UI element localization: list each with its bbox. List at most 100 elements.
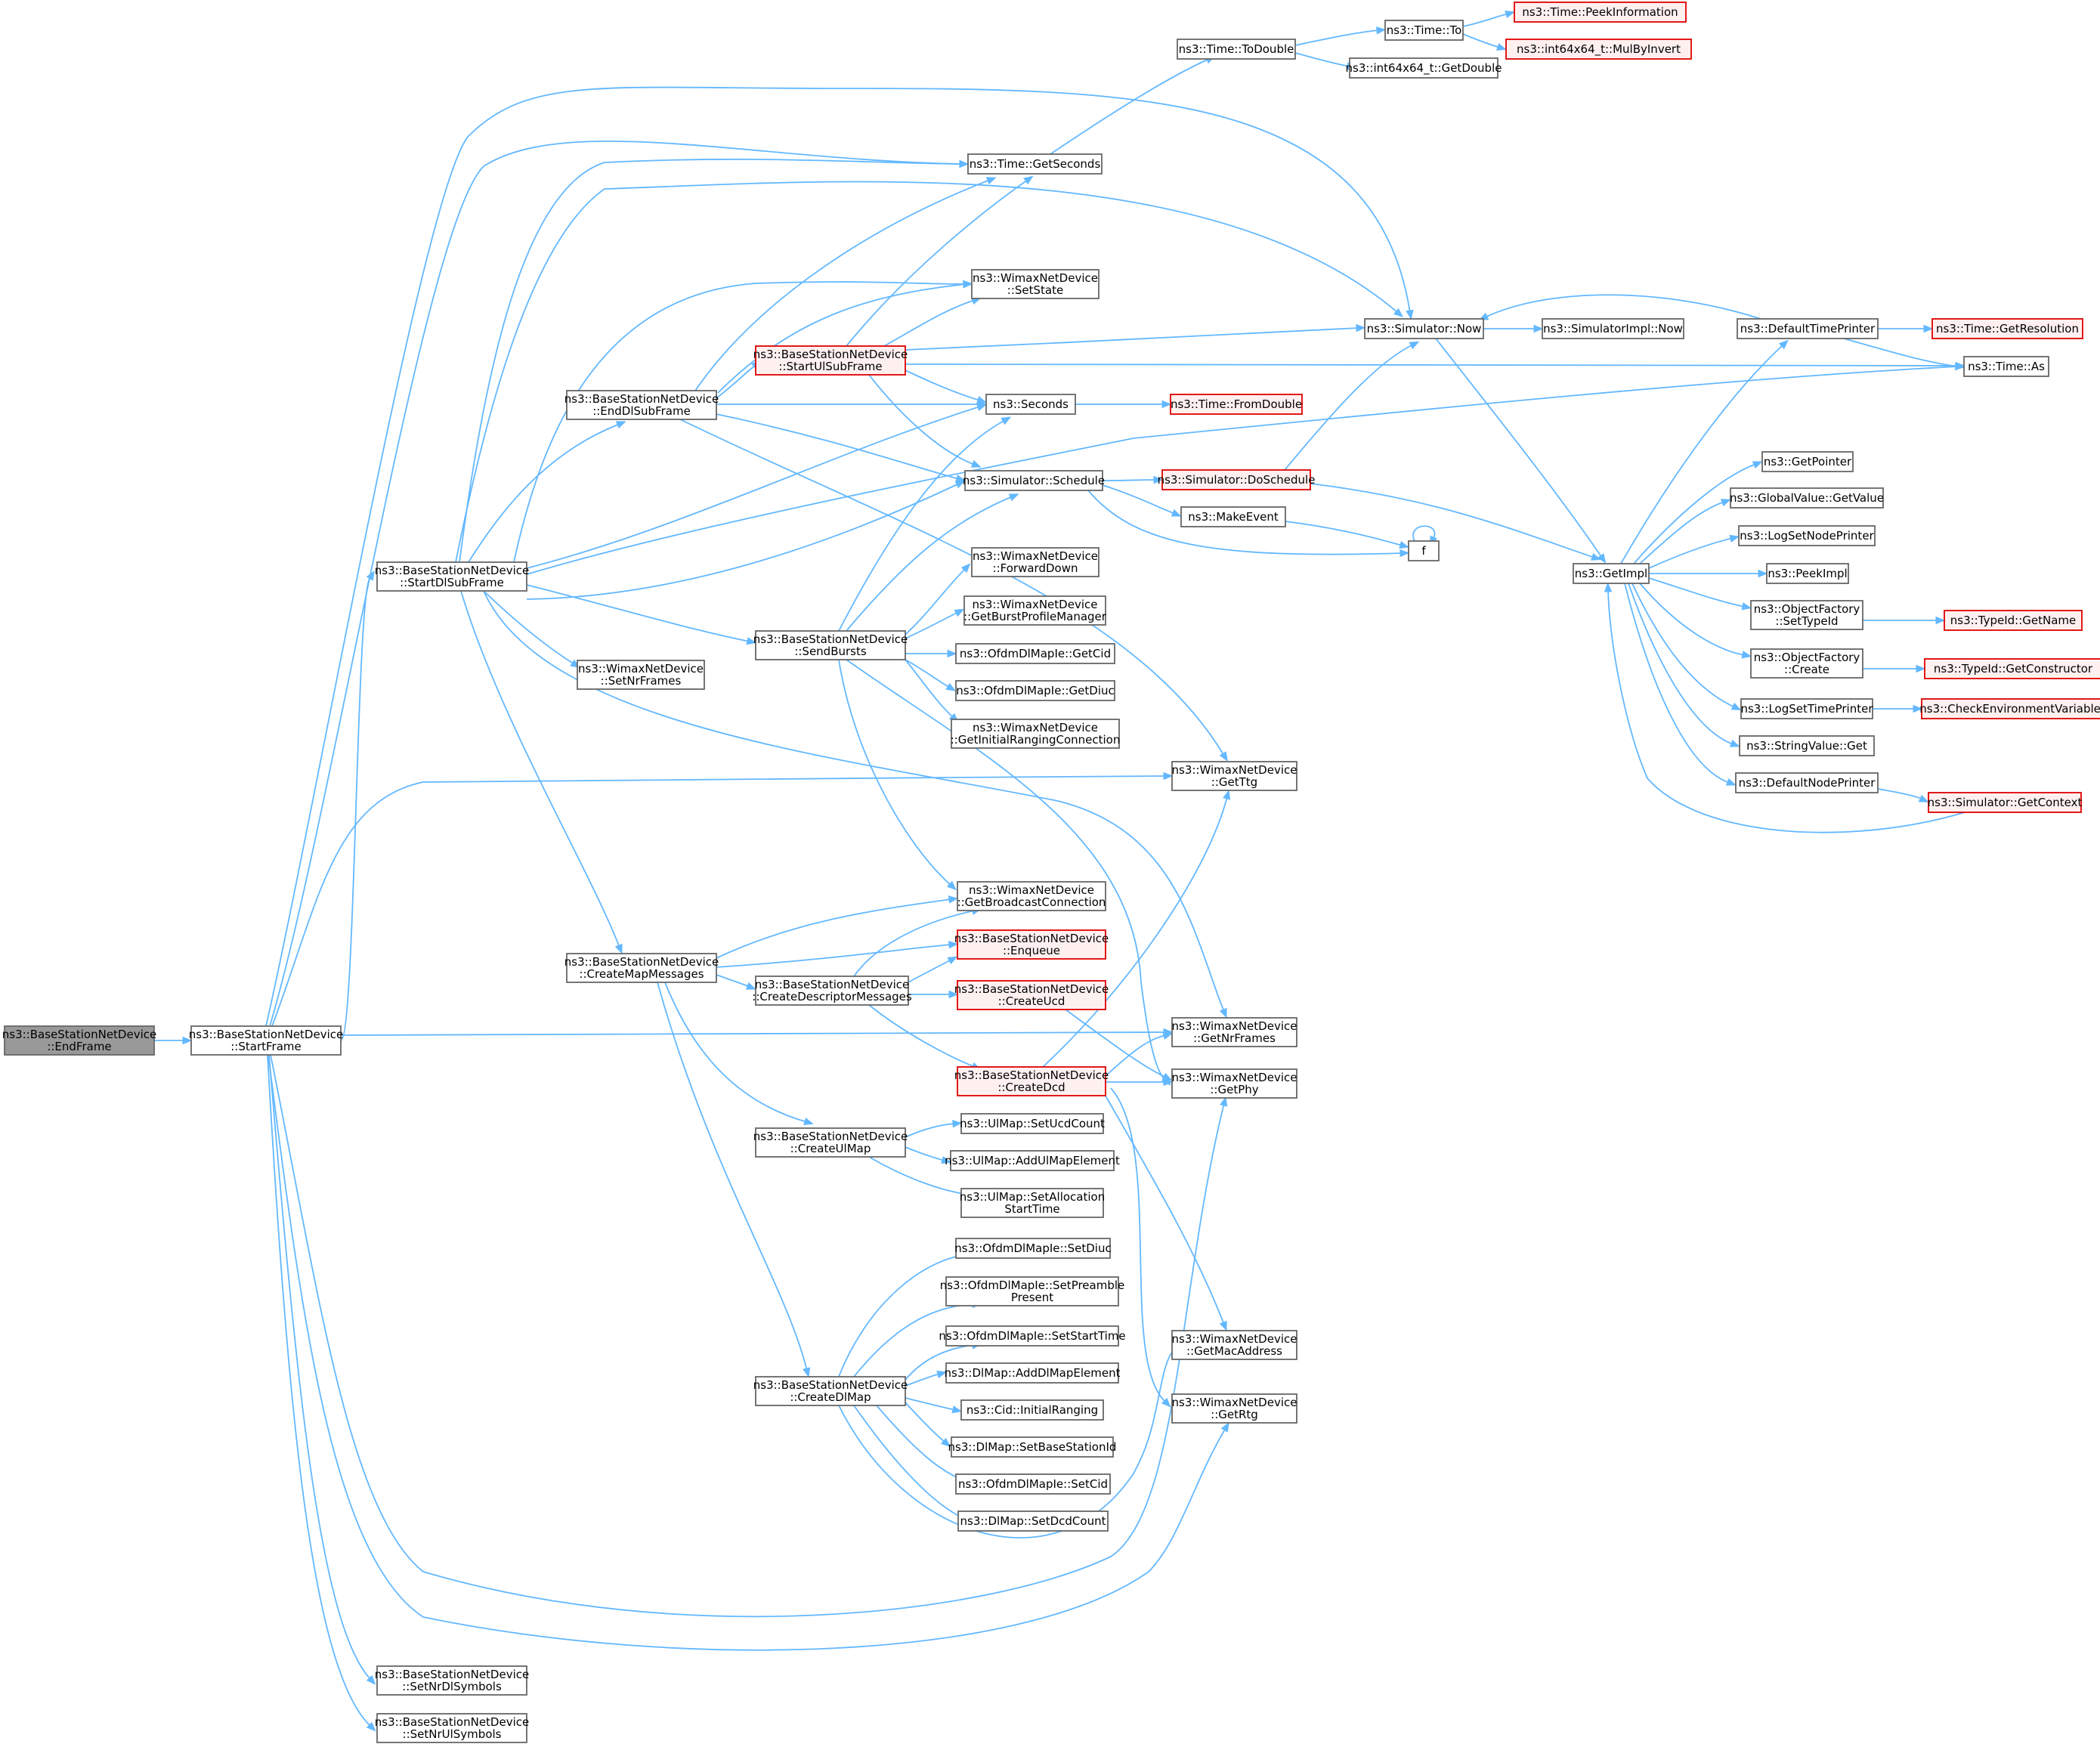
node-logsetnodeprinter[interactable]: ns3::LogSetNodePrinter — [1738, 525, 1876, 546]
node-schedule[interactable]: ns3::Simulator::Schedule — [963, 470, 1105, 491]
node-logsettimeprinter[interactable]: ns3::LogSetTimePrinter — [1740, 698, 1873, 719]
edge-createdlmap-to-setdcdcount — [853, 1405, 968, 1520]
node-setstarttime[interactable]: ns3::OfdmDlMapIe::SetStartTime — [939, 1325, 1126, 1347]
node-setstate[interactable]: ns3::WimaxNetDevice::SetState — [971, 269, 1099, 299]
node-getpointer[interactable]: ns3::GetPointer — [1761, 451, 1854, 472]
node-defaulttimeprinter[interactable]: ns3::DefaultTimePrinter — [1737, 318, 1879, 339]
node-timeas[interactable]: ns3::Time::As — [1963, 356, 2049, 377]
node-label: ns3::WimaxNetDevice — [1172, 1332, 1297, 1346]
node-label: ns3::DefaultTimePrinter — [1740, 322, 1876, 335]
node-now[interactable]: ns3::Simulator::Now — [1364, 318, 1484, 339]
node-makeevent[interactable]: ns3::MakeEvent — [1180, 506, 1286, 527]
node-createulmap[interactable]: ns3::BaseStationNetDevice::CreateUlMap — [753, 1127, 908, 1158]
node-forwarddown[interactable]: ns3::WimaxNetDevice::ForwardDown — [971, 547, 1099, 577]
node-label: ::CreateUcd — [998, 994, 1065, 1008]
node-getttg[interactable]: ns3::WimaxNetDevice::GetTtg — [1171, 761, 1297, 791]
node-todouble[interactable]: ns3::Time::ToDouble — [1177, 39, 1296, 60]
edge-createdlmap-to-initialranging — [905, 1397, 956, 1411]
arrowhead-createdlmap-to-adddlmapelement — [936, 1370, 947, 1378]
edge-createmapmessages-to-createdlmap — [657, 982, 808, 1371]
node-defaultnodeprinter[interactable]: ns3::DefaultNodePrinter — [1735, 772, 1879, 793]
node-label: ::CreateDescriptorMessages — [752, 990, 912, 1003]
node-getimpl[interactable]: ns3::GetImpl — [1573, 563, 1650, 584]
node-globalgetvalue[interactable]: ns3::GlobalValue::GetValue — [1730, 487, 1884, 509]
edge-startframe-to-getrtg — [268, 1054, 1226, 1651]
node-label: ::StartUlSubFrame — [778, 360, 882, 373]
node-adddlmapelement[interactable]: ns3::DlMap::AddDlMapElement — [945, 1362, 1121, 1384]
node-label: ::GetPhy — [1210, 1083, 1258, 1096]
node-createmapmessages[interactable]: ns3::BaseStationNetDevice::CreateMapMess… — [564, 953, 719, 983]
node-initialranging[interactable]: ns3::Cid::InitialRanging — [960, 1399, 1104, 1421]
node-timeto[interactable]: ns3::Time::To — [1384, 20, 1464, 41]
node-endframe[interactable]: ns3::BaseStationNetDevice::EndFrame — [2, 1025, 156, 1056]
node-getburstprofilemanager[interactable]: ns3::WimaxNetDevice::GetBurstProfileMana… — [963, 595, 1107, 626]
node-label: ns3::Time::ToDouble — [1179, 42, 1294, 56]
node-enqueue[interactable]: ns3::BaseStationNetDevice::Enqueue — [954, 929, 1109, 960]
arrowhead-createmapmessages-to-createulmap — [803, 1117, 814, 1126]
node-setnrulsymbols[interactable]: ns3::BaseStationNetDevice::SetNrUlSymbol… — [375, 1713, 529, 1743]
node-getdiuc[interactable]: ns3::OfdmDlMapIe::GetDiuc — [955, 680, 1115, 701]
node-setucdcount[interactable]: ns3::UlMap::SetUcdCount — [960, 1113, 1105, 1134]
node-setnrdlsymbols[interactable]: ns3::BaseStationNetDevice::SetNrDlSymbol… — [375, 1665, 529, 1696]
node-enddlsubframe[interactable]: ns3::BaseStationNetDevice::EndDlSubFrame — [564, 390, 719, 420]
node-getphy[interactable]: ns3::WimaxNetDevice::GetPhy — [1171, 1068, 1297, 1099]
node-typeidgetname[interactable]: ns3::TypeId::GetName — [1944, 610, 2083, 631]
node-getresolution[interactable]: ns3::Time::GetResolution — [1931, 318, 2083, 339]
node-getseconds[interactable]: ns3::Time::GetSeconds — [967, 153, 1103, 175]
node-box — [1542, 318, 1684, 339]
node-box — [957, 1510, 1109, 1532]
arrowhead-getimpl-to-defaultnodeprinter — [1725, 778, 1737, 786]
node-objfactcreate[interactable]: ns3::ObjectFactory::Create — [1750, 648, 1863, 679]
node-checkenvvars[interactable]: ns3::CheckEnvironmentVariables — [1919, 698, 2100, 719]
edge-now-to-getimpl — [1435, 338, 1603, 558]
node-getcid[interactable]: ns3::OfdmDlMapIe::GetCid — [955, 643, 1115, 664]
node-fromdouble[interactable]: ns3::Time::FromDouble — [1170, 394, 1303, 415]
node-createdcd[interactable]: ns3::BaseStationNetDevice::CreateDcd — [954, 1066, 1109, 1096]
node-getbroadcastconnection[interactable]: ns3::WimaxNetDevice::GetBroadcastConnect… — [957, 881, 1106, 911]
node-setdcdcount[interactable]: ns3::DlMap::SetDcdCount — [957, 1510, 1109, 1532]
node-setnrframes[interactable]: ns3::WimaxNetDevice::SetNrFrames — [577, 660, 705, 690]
edge-startdlsubframe-to-timeas — [526, 366, 1959, 575]
node-startframe[interactable]: ns3::BaseStationNetDevice::StartFrame — [189, 1025, 343, 1056]
node-seconds[interactable]: ns3::Seconds — [985, 394, 1076, 415]
node-stringvalueget[interactable]: ns3::StringValue::Get — [1739, 735, 1875, 756]
edge-startdlsubframe-to-getseconds — [459, 158, 963, 563]
node-label: ns3::StringValue::Get — [1746, 739, 1867, 753]
edge-getimpl-to-defaultnodeprinter — [1624, 583, 1730, 784]
node-getdouble[interactable]: ns3::int64x64_t::GetDouble — [1346, 57, 1502, 79]
node-f[interactable]: f — [1408, 540, 1440, 561]
node-getrtg[interactable]: ns3::WimaxNetDevice::GetRtg — [1171, 1393, 1297, 1424]
node-createdlmap[interactable]: ns3::BaseStationNetDevice::CreateDlMap — [753, 1376, 908, 1406]
node-doschedule[interactable]: ns3::Simulator::DoSchedule — [1158, 469, 1316, 490]
arrowhead-objfactsettypeid-to-typeidgetname — [1935, 616, 1946, 625]
node-getnrframes[interactable]: ns3::WimaxNetDevice::GetNrFrames — [1171, 1017, 1297, 1047]
node-startdlsubframe[interactable]: ns3::BaseStationNetDevice::StartDlSubFra… — [375, 561, 529, 592]
node-label: ns3::BaseStationNetDevice — [954, 932, 1109, 945]
node-getinitialrangingconnection[interactable]: ns3::WimaxNetDevice::GetInitialRangingCo… — [951, 719, 1121, 749]
node-typeidgetconstructor[interactable]: ns3::TypeId::GetConstructor — [1924, 658, 2100, 679]
node-createucd[interactable]: ns3::BaseStationNetDevice::CreateUcd — [954, 980, 1109, 1010]
node-objfactsettypeid[interactable]: ns3::ObjectFactory::SetTypeId — [1750, 600, 1863, 630]
node-sendbursts[interactable]: ns3::BaseStationNetDevice::SendBursts — [753, 630, 908, 660]
node-label: ::EndFrame — [47, 1040, 111, 1053]
node-addulmapelement[interactable]: ns3::UlMap::AddUlMapElement — [945, 1150, 1120, 1171]
node-getmacaddress[interactable]: ns3::WimaxNetDevice::GetMacAddress — [1171, 1330, 1297, 1360]
node-mulbyinvert[interactable]: ns3::int64x64_t::MulByInvert — [1505, 39, 1692, 60]
node-simimplnow[interactable]: ns3::SimulatorImpl::Now — [1542, 318, 1684, 339]
node-label: f — [1421, 544, 1426, 558]
edge-createdescriptormessages-to-enqueue — [908, 959, 952, 983]
arrowhead-startframe-to-getttg — [1163, 771, 1174, 781]
node-setdiuc[interactable]: ns3::OfdmDlMapIe::SetDiuc — [954, 1238, 1112, 1259]
node-label: ns3::DlMap::SetBaseStationId — [948, 1440, 1117, 1454]
node-startulsubframe[interactable]: ns3::BaseStationNetDevice::StartUlSubFra… — [753, 345, 908, 376]
node-peekinformation[interactable]: ns3::Time::PeekInformation — [1514, 2, 1687, 23]
node-createdescriptormessages[interactable]: ns3::BaseStationNetDevice::CreateDescrip… — [752, 976, 912, 1006]
node-label: ns3::BaseStationNetDevice — [753, 348, 908, 361]
node-setcid[interactable]: ns3::OfdmDlMapIe::SetCid — [955, 1473, 1111, 1495]
node-peekimpl[interactable]: ns3::PeekImpl — [1766, 563, 1849, 584]
node-setbasestationid[interactable]: ns3::DlMap::SetBaseStationId — [948, 1436, 1117, 1458]
node-getcontext[interactable]: ns3::Simulator::GetContext — [1928, 792, 2083, 813]
arrowhead-startulsubframe-to-seconds — [976, 395, 987, 404]
